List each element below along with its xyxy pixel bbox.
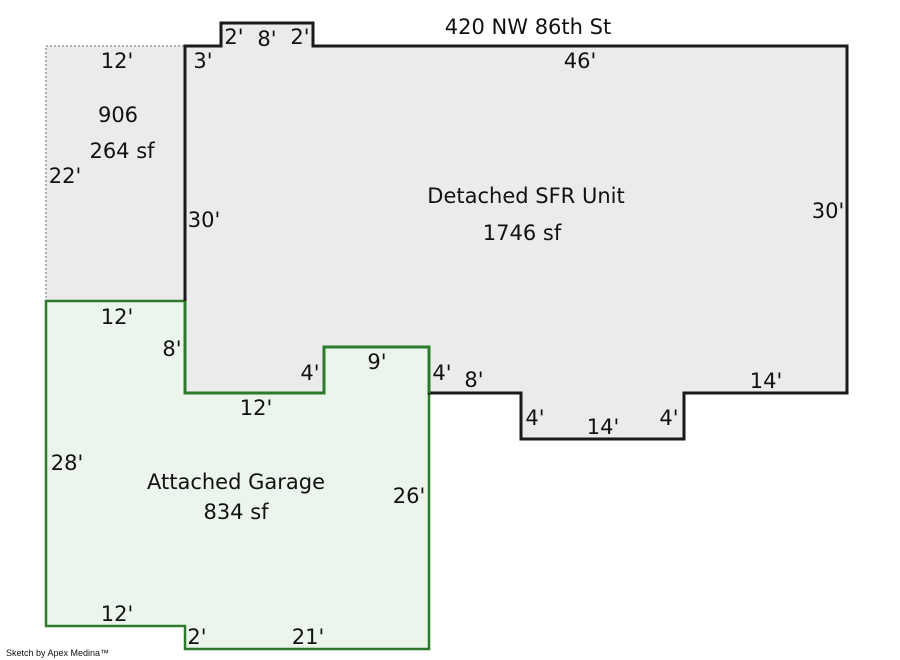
dimension-label: 8' bbox=[257, 27, 276, 51]
house-area-value: 1746 sf bbox=[483, 221, 562, 245]
dimension-label: 46' bbox=[564, 49, 597, 73]
dimension-label: 9' bbox=[367, 350, 386, 374]
dimension-label: 3' bbox=[193, 49, 212, 73]
dimension-label: 4' bbox=[659, 406, 678, 430]
dimension-label: 14' bbox=[587, 415, 620, 439]
dimension-label: 30' bbox=[188, 208, 221, 232]
garage-shared-wall bbox=[183, 301, 431, 395]
address-label: 420 NW 86th St bbox=[445, 15, 611, 39]
dimension-label: 14' bbox=[750, 369, 783, 393]
dimension-label: 4' bbox=[525, 406, 544, 430]
dimension-label: 8' bbox=[464, 368, 483, 392]
dimension-label: 4' bbox=[300, 361, 319, 385]
dimension-label: 12' bbox=[101, 49, 134, 73]
dimension-label: 12' bbox=[101, 305, 134, 329]
dimension-label: 28' bbox=[51, 451, 84, 475]
dimension-label: 30' bbox=[812, 199, 845, 223]
dimension-label: 26' bbox=[393, 484, 426, 508]
dimension-label: 4' bbox=[432, 361, 451, 385]
dimension-label: 2' bbox=[224, 25, 243, 49]
house-name: Detached SFR Unit bbox=[427, 184, 624, 208]
house-area bbox=[183, 21, 849, 441]
garage-area-value: 834 sf bbox=[203, 500, 269, 524]
dimension-label: 12' bbox=[101, 602, 134, 626]
porch-area-value: 264 sf bbox=[89, 139, 155, 163]
porch-name: 906 bbox=[98, 103, 138, 127]
dimension-label: 22' bbox=[49, 164, 82, 188]
dimension-label: 2' bbox=[187, 625, 206, 649]
dimension-label: 2' bbox=[290, 25, 309, 49]
sketch-credit: Sketch by Apex Medina™ bbox=[6, 648, 109, 658]
dimension-label: 12' bbox=[240, 396, 273, 420]
garage-name: Attached Garage bbox=[147, 470, 325, 494]
dimension-label: 21' bbox=[292, 625, 325, 649]
dimension-label: 8' bbox=[162, 337, 181, 361]
